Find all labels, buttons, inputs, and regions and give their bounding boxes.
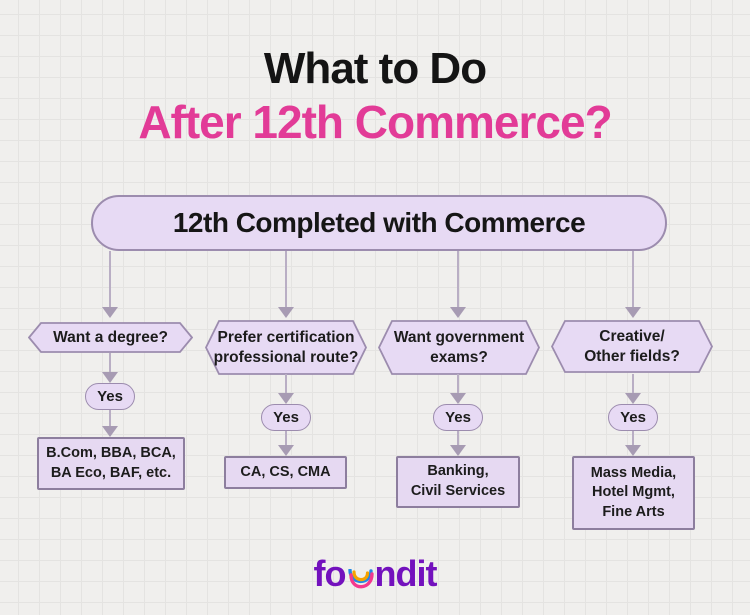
yes-label: Yes [445, 409, 471, 426]
page-title-line2: After 12th Commerce? [138, 96, 612, 148]
question-node-certification: Prefer certification professional route? [205, 320, 367, 375]
result-box-creative: Mass Media, Hotel Mgmt, Fine Arts [572, 456, 695, 530]
arrow-down-icon [625, 307, 641, 318]
root-node: 12th Completed with Commerce [91, 195, 667, 251]
hexagon-shape [205, 320, 367, 375]
yes-badge: Yes [608, 404, 658, 431]
arrow-down-icon [102, 307, 118, 318]
connector-line [109, 353, 111, 372]
arrow-down-icon [102, 372, 118, 383]
root-node-label: 12th Completed with Commerce [172, 207, 586, 238]
hexagon-shape [28, 322, 193, 353]
arrow-down-icon [278, 307, 294, 318]
logo-text-end: ndit [374, 553, 438, 594]
yes-badge: Yes [433, 404, 483, 431]
logo-text-start: fo [313, 553, 347, 594]
result-box-certifications: CA, CS, CMA [224, 456, 347, 489]
connector-line [632, 374, 634, 393]
yes-badge: Yes [85, 383, 135, 410]
connector-line [457, 251, 459, 307]
question-node-creative: Creative/ Other fields? [551, 320, 713, 373]
connector-line [457, 374, 459, 393]
arrow-down-icon [625, 445, 641, 456]
connector-line [285, 251, 287, 307]
yes-label: Yes [273, 409, 299, 426]
yes-label: Yes [97, 388, 123, 405]
connector-line [109, 251, 111, 307]
arrow-down-icon [625, 393, 641, 404]
result-box-degrees: B.Com, BBA, BCA, BA Eco, BAF, etc. [37, 437, 185, 490]
yes-badge: Yes [261, 404, 311, 431]
foundit-logo: fo ndit [0, 556, 750, 592]
arrow-down-icon [278, 445, 294, 456]
page-title-line1: What to Do [263, 44, 487, 93]
foundit-u-arcs-icon [347, 569, 374, 589]
yes-label: Yes [620, 409, 646, 426]
arrow-down-icon [450, 445, 466, 456]
connector-line [632, 431, 634, 445]
question-node-degree: Want a degree? [28, 322, 193, 353]
connector-line [285, 431, 287, 445]
result-box-government: Banking, Civil Services [396, 456, 520, 508]
arrow-down-icon [102, 426, 118, 437]
hexagon-shape [378, 320, 540, 375]
arrow-down-icon [450, 393, 466, 404]
question-label: Want a degree? [53, 328, 168, 346]
connector-line [457, 431, 459, 445]
question-label: Creative/ Other fields? [584, 328, 680, 365]
hexagon-shape [551, 320, 713, 373]
connector-line [109, 410, 111, 426]
arrow-down-icon [278, 393, 294, 404]
arrow-down-icon [450, 307, 466, 318]
question-label: Prefer certification professional route? [213, 329, 359, 366]
question-label: Want government exams? [393, 329, 525, 366]
connector-line [285, 374, 287, 393]
question-node-government: Want government exams? [378, 320, 540, 375]
connector-line [632, 251, 634, 307]
